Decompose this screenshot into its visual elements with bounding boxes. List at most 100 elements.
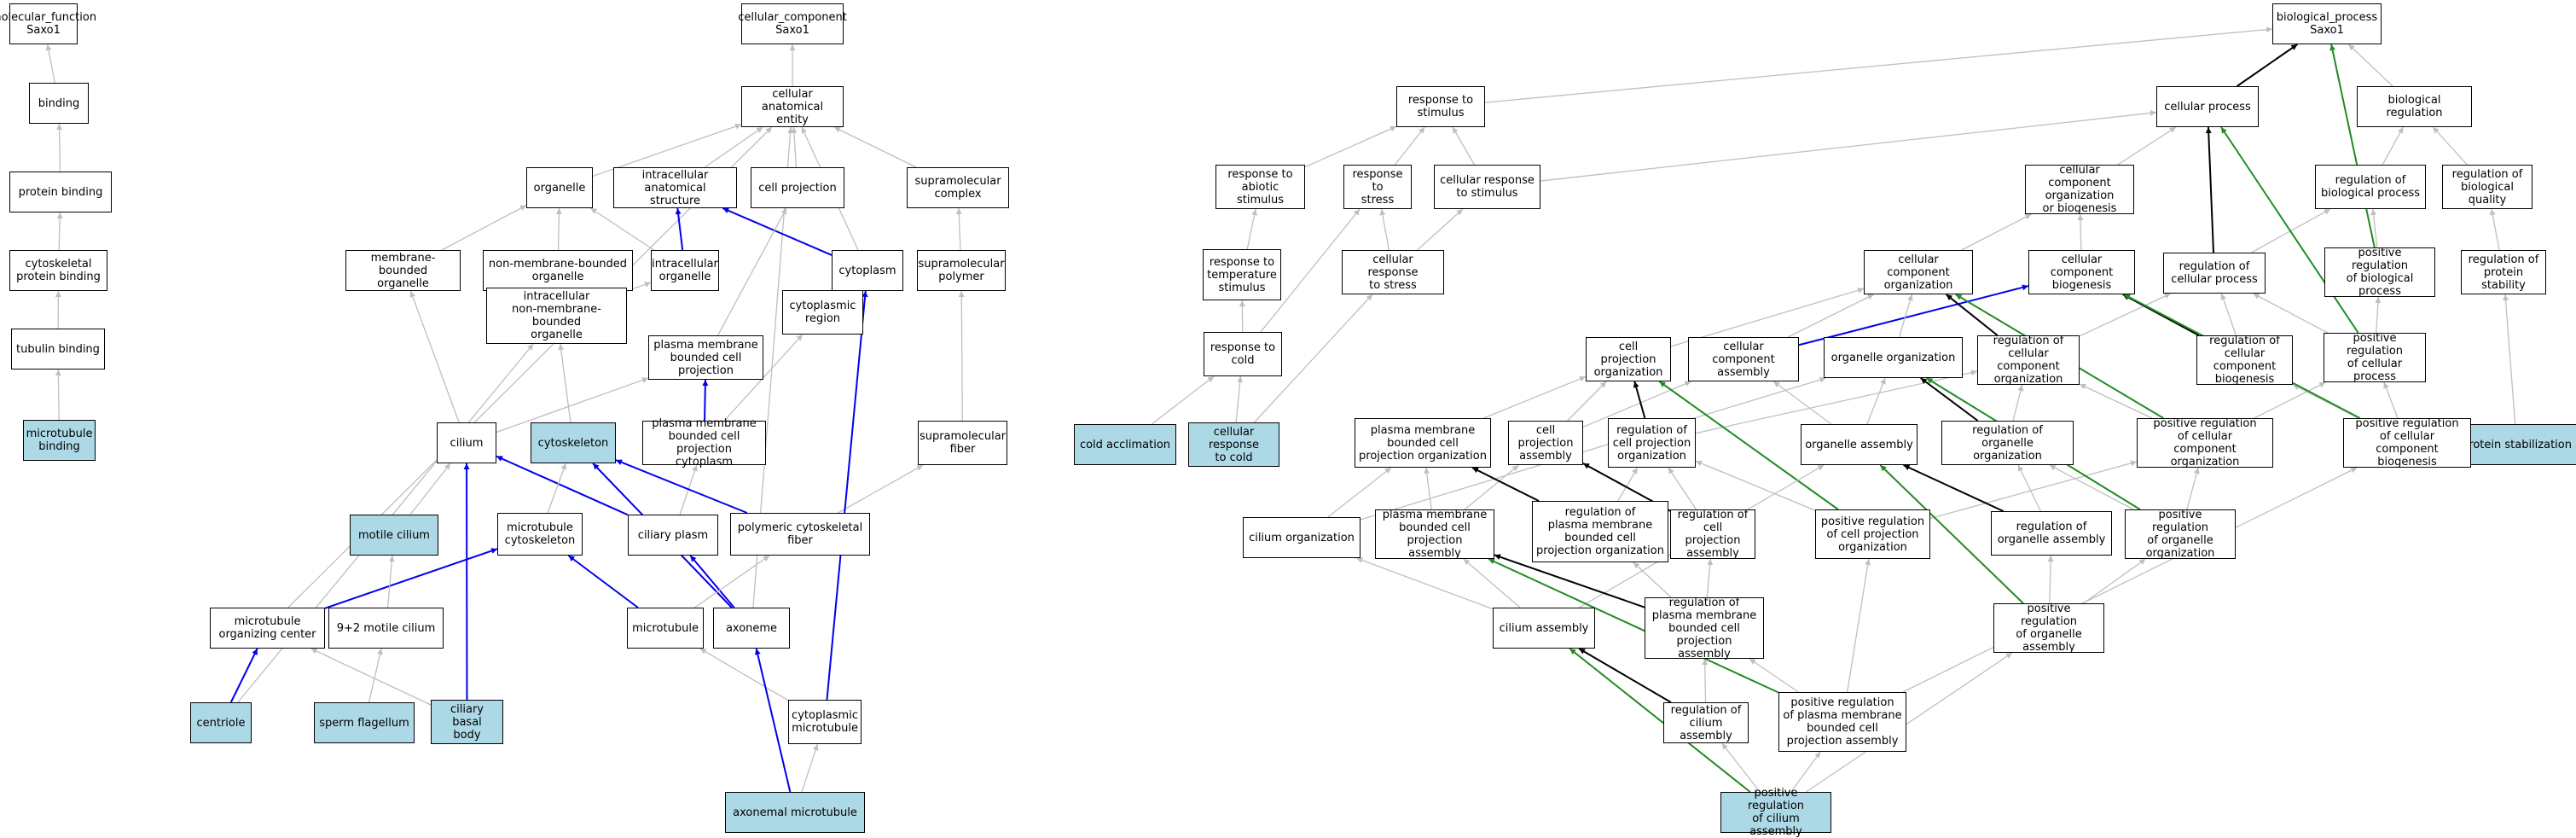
edge-pcfib-to-supfib (838, 465, 924, 513)
edge-posregpmbcpa-to-posregcpo (1848, 559, 1869, 692)
node-posregpmbcpa: positive regulation of plasma membrane b… (1778, 692, 1906, 752)
edge-coldacc-to-respcold (1152, 376, 1214, 424)
edge-posregcpo-to-regcpo (1696, 461, 1815, 510)
edge-binding-to-mf (48, 44, 55, 83)
node-mbo: membrane-bounded organelle (345, 250, 461, 291)
node-posregcell: positive regulation of cellular process (2324, 333, 2426, 382)
node-orgorg: organelle organization (1824, 337, 1963, 378)
node-cellrespstress: cellular response to stress (1342, 250, 1444, 294)
edge-intorg-to-ias (677, 208, 682, 250)
node-supmolpol: supramolecular polymer (917, 250, 1006, 291)
edge-motcil-to-cilium (410, 463, 450, 515)
edge-pmbcpa-to-pmbcpo (1426, 468, 1431, 509)
edge-posregcell-to-regcellproc (2254, 294, 2328, 333)
node-cca: cellular component assembly (1688, 337, 1799, 381)
node-cytreg: cytoplasmic region (782, 290, 863, 335)
edge-cellrespstim-to-respstim (1453, 127, 1475, 165)
node-regpmbcpo: regulation of plasma membrane bounded ce… (1532, 501, 1668, 562)
node-cilium: cilium (437, 422, 496, 463)
node-cc: cellular_component Saxo1 (741, 3, 844, 44)
node-centriole: centriole (190, 702, 252, 743)
edge-cellrespcold-to-respcold (1236, 376, 1240, 422)
node-posregcilasm: positive regulation of cilium assembly (1720, 792, 1831, 833)
node-supfib: supramolecular fiber (918, 421, 1007, 465)
node-cpo: cell projection organization (1586, 337, 1671, 381)
node-ccob: cellular component organization or bioge… (2025, 165, 2134, 214)
node-axmt: axonemal microtubule (725, 792, 865, 833)
edge-respstress-to-respstim (1395, 127, 1424, 165)
edge-supfib-to-supmolpol (961, 291, 962, 421)
node-intorg: intracellular organelle (651, 250, 719, 291)
node-binding: binding (29, 83, 89, 124)
node-cytoplasm: cytoplasm (832, 250, 903, 291)
edge-protbind-to-binding (59, 124, 60, 172)
node-posregbio: positive regulation of biological proces… (2324, 247, 2435, 297)
edge-posregorgasm-to-regorgasm (2050, 556, 2051, 603)
edge-ias-to-cae (705, 127, 763, 167)
edge-regcpo-to-cpo (1634, 381, 1645, 418)
edge-regpmbcpa-to-regcpa (1707, 559, 1710, 597)
edge-protstab-to-regprotstab (2505, 294, 2515, 424)
edge-cytoplasm-to-ias (722, 208, 832, 255)
edge-cco-to-ccob (1962, 214, 2032, 250)
edge-axmt-to-axoneme (757, 649, 791, 792)
node-mtoc: microtubule organizing center (210, 608, 325, 649)
node-regorgorg: regulation of organelle organization (1941, 421, 2074, 465)
node-ccb: cellular component biogenesis (2028, 250, 2135, 294)
node-coldacc: cold acclimation (1074, 424, 1176, 465)
edge-regorgorg-to-orgorg (1921, 378, 1978, 421)
edge-cellrespstress-to-respstress (1382, 209, 1390, 250)
node-cpa: cell projection assembly (1508, 421, 1583, 465)
edge-regorgasm-to-orgasm (1904, 465, 2004, 511)
node-regprotstab: regulation of protein stability (2461, 250, 2546, 294)
node-regbioqual: regulation of biological quality (2442, 165, 2532, 209)
edge-cilasm-to-cilorg (1356, 558, 1493, 609)
node-regorgasm: regulation of organelle assembly (1991, 511, 2112, 556)
edge-orgasm-to-cca (1773, 381, 1831, 424)
edge-cytmt-to-microtubule (700, 649, 788, 701)
edge-resptemp-to-respabio (1247, 209, 1256, 249)
node-regcpa: regulation of cell projection assembly (1670, 509, 1755, 559)
edge-regbioqual-to-bioreg (2433, 127, 2467, 165)
edge-cytobind-to-protbind (59, 212, 60, 250)
node-respcold: response to cold (1204, 332, 1282, 376)
edge-mtcsk-to-cytoskel (548, 463, 566, 513)
node-tubbind: tubulin binding (11, 329, 105, 370)
edge-posregccb-to-posregcell (2384, 382, 2398, 418)
node-respstress: response to stress (1343, 165, 1412, 209)
node-cytoskel: cytoskeleton (531, 422, 616, 463)
node-bioreg: biological regulation (2357, 86, 2472, 127)
edge-spermflag-to-nine2 (369, 649, 381, 702)
edge-regprotstab-to-regbioqual (2492, 209, 2499, 250)
node-pmbcpo: plasma membrane bounded cell projection … (1355, 418, 1491, 468)
node-posregorgasm: positive regulation of organelle assembl… (1993, 603, 2104, 653)
edge-intorg-to-organelle (590, 208, 653, 250)
edge-microtubule-to-mtcsk (568, 556, 638, 608)
edge-ccb-to-ccob (2080, 214, 2081, 250)
node-cilbasal: ciliary basal body (431, 700, 503, 744)
node-axoneme: axoneme (713, 608, 790, 649)
node-pmbcpc: plasma membrane bounded cell projection … (642, 421, 766, 465)
node-microtubule: microtubule (627, 608, 704, 649)
edge-posregcell-to-posregbio (2376, 297, 2379, 333)
node-posregcco: positive regulation of cellular componen… (2137, 418, 2273, 468)
node-cilplasm: ciliary plasm (628, 515, 718, 556)
node-respabio: response to abiotic stimulus (1215, 165, 1305, 209)
edge-cytoskel-to-inmbo (560, 344, 571, 422)
edge-regccb-to-regcellproc (2221, 294, 2236, 335)
edge-cilium-to-mbo (410, 291, 459, 422)
edge-axoneme-to-cilplasm (690, 556, 734, 608)
node-cytmt: cytoplasmic microtubule (788, 700, 862, 744)
edge-regpmbcpa-to-regpmbcpo (1633, 562, 1671, 597)
edge-respabio-to-respstim (1305, 126, 1396, 167)
node-posregorgorg: positive regulation of organelle organiz… (2125, 509, 2236, 559)
edge-posregcco-to-posregcell (2254, 382, 2326, 418)
node-cilorg: cilium organization (1243, 517, 1361, 558)
node-inmbo: intracellular non-membrane-bounded organ… (486, 288, 627, 344)
edge-nine2-to-motcil (388, 556, 392, 608)
node-nine2: 9+2 motile cilium (328, 608, 444, 649)
edge-pmbcpo-to-cpo (1483, 376, 1586, 418)
edge-supmolpol-to-supmolcx (959, 208, 960, 250)
edge-mtbind-to-tubbind (58, 370, 59, 420)
